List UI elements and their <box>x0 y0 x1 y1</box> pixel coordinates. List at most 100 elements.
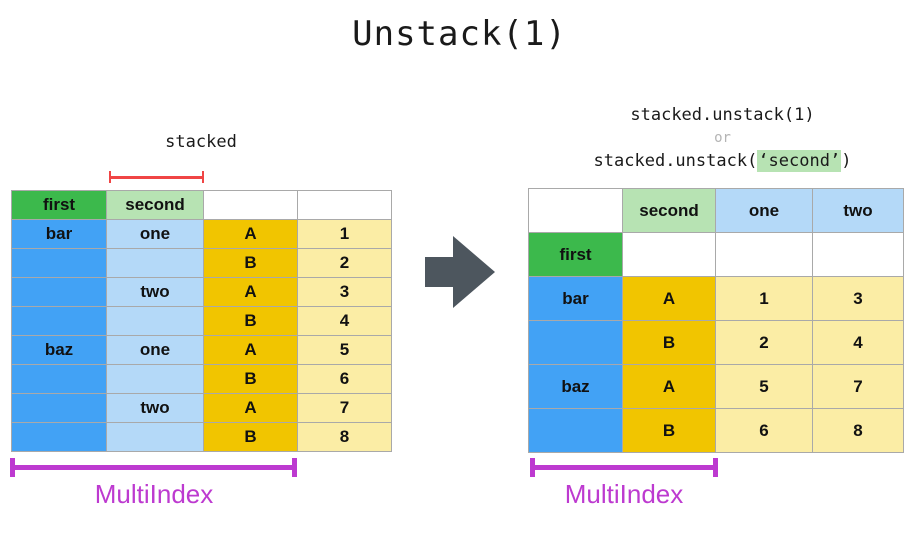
table-cell: B <box>622 320 716 365</box>
table-cell: A <box>203 219 298 249</box>
table-cell: B <box>203 422 298 452</box>
table-cell: baz <box>11 335 107 365</box>
bracket-right-tick <box>202 171 204 183</box>
bracket-right-tick <box>292 458 297 477</box>
bracket-bar <box>15 465 292 470</box>
table-cell: 5 <box>297 335 392 365</box>
table-cell <box>106 248 204 278</box>
table-cell: second <box>622 188 716 233</box>
table-cell: A <box>203 393 298 423</box>
bracket-right-tick <box>713 458 718 477</box>
highlighted-second-arg: ‘second’ <box>757 150 842 172</box>
table-cell: 8 <box>297 422 392 452</box>
table-cell: two <box>106 393 204 423</box>
table-cell <box>11 306 107 336</box>
table-cell: 1 <box>297 219 392 249</box>
table-cell: B <box>203 364 298 394</box>
table-cell <box>11 393 107 423</box>
table-cell: 3 <box>297 277 392 307</box>
table-cell: one <box>106 219 204 249</box>
table-cell: B <box>203 248 298 278</box>
table-cell <box>812 232 904 277</box>
bracket-bar <box>535 465 713 470</box>
table-cell: 8 <box>812 408 904 453</box>
table-cell: bar <box>11 219 107 249</box>
table-cell <box>528 408 623 453</box>
bracket-left-tick <box>10 458 15 477</box>
table-cell: two <box>812 188 904 233</box>
table-cell <box>106 422 204 452</box>
table-cell: 5 <box>715 364 813 409</box>
bracket-bar <box>111 175 202 179</box>
table-cell: A <box>622 276 716 321</box>
table-cell: 3 <box>812 276 904 321</box>
table-cell: 4 <box>812 320 904 365</box>
table-cell <box>528 320 623 365</box>
table-cell: second <box>106 190 204 220</box>
bracket-left-tick <box>109 171 111 183</box>
code-line-unstack-second: stacked.unstack(‘second’) <box>535 149 910 173</box>
table-cell <box>11 422 107 452</box>
table-cell: first <box>528 232 623 277</box>
table-cell: baz <box>528 364 623 409</box>
table-cell: bar <box>528 276 623 321</box>
table-cell: 2 <box>297 248 392 278</box>
table-cell: 7 <box>297 393 392 423</box>
table-cell: B <box>203 306 298 336</box>
table-cell <box>106 364 204 394</box>
table-cell: 7 <box>812 364 904 409</box>
page-title: Unstack(1) <box>352 14 567 54</box>
code-prefix: stacked.unstack( <box>593 151 758 171</box>
table-cell <box>11 248 107 278</box>
table-cell: A <box>203 277 298 307</box>
table-cell: B <box>622 408 716 453</box>
table-cell <box>11 364 107 394</box>
table-cell: 6 <box>715 408 813 453</box>
table-row: first <box>528 232 904 277</box>
right-multiindex-bracket <box>530 458 718 477</box>
right-multiindex-label: MultiIndex <box>564 479 684 509</box>
table-cell: 4 <box>297 306 392 336</box>
code-annotation: stacked.unstack(1) or stacked.unstack(‘s… <box>535 103 910 173</box>
code-suffix: ) <box>841 151 852 171</box>
table-cell: A <box>622 364 716 409</box>
table-cell <box>528 188 623 233</box>
table-cell <box>715 232 813 277</box>
table-cell <box>622 232 716 277</box>
table-cell <box>11 277 107 307</box>
table-cell: 2 <box>715 320 813 365</box>
table-cell: two <box>106 277 204 307</box>
table-cell: 6 <box>297 364 392 394</box>
table-cell <box>297 190 392 220</box>
code-or-text: or <box>714 130 731 146</box>
code-line-unstack-1: stacked.unstack(1) <box>630 105 815 125</box>
transform-arrow-icon <box>425 236 495 308</box>
table-cell: one <box>106 335 204 365</box>
table-cell: first <box>11 190 107 220</box>
table-cell <box>203 190 298 220</box>
left-multiindex-bracket <box>10 458 297 477</box>
second-column-span-bracket <box>109 171 204 183</box>
table-cell: 1 <box>715 276 813 321</box>
table-cell: A <box>203 335 298 365</box>
stacked-table-label: stacked <box>165 132 237 152</box>
table-cell: one <box>715 188 813 233</box>
table-cell <box>106 306 204 336</box>
